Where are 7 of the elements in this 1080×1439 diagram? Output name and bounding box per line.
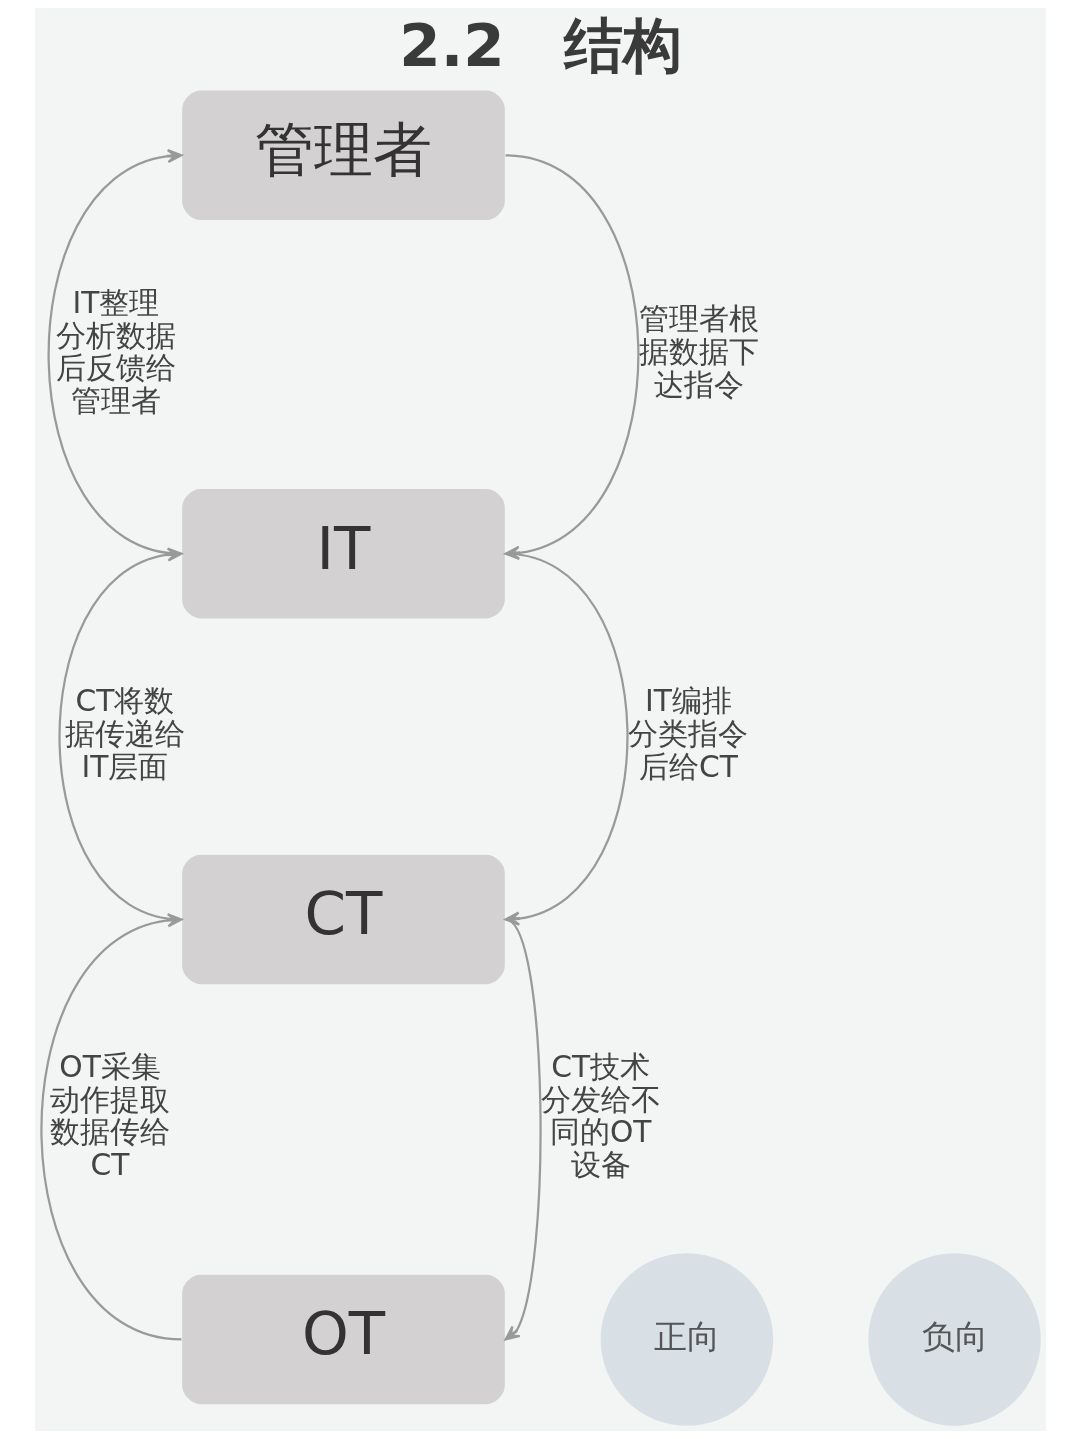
edge-label: CT将数据传递给IT层面	[64, 683, 185, 784]
edge-label: OT采集动作提取数据传给CT	[49, 1049, 170, 1183]
edge-label: CT技术分发给不同的OT设备	[540, 1049, 661, 1183]
edge-label: IT整理分析数据后反馈给管理者	[55, 284, 176, 418]
edge-label: 管理者根据数据下达指令	[638, 301, 759, 402]
edge-label: IT编排分类指令后给CT	[627, 683, 748, 784]
diagram-title: 2.2 结构	[398, 11, 682, 81]
